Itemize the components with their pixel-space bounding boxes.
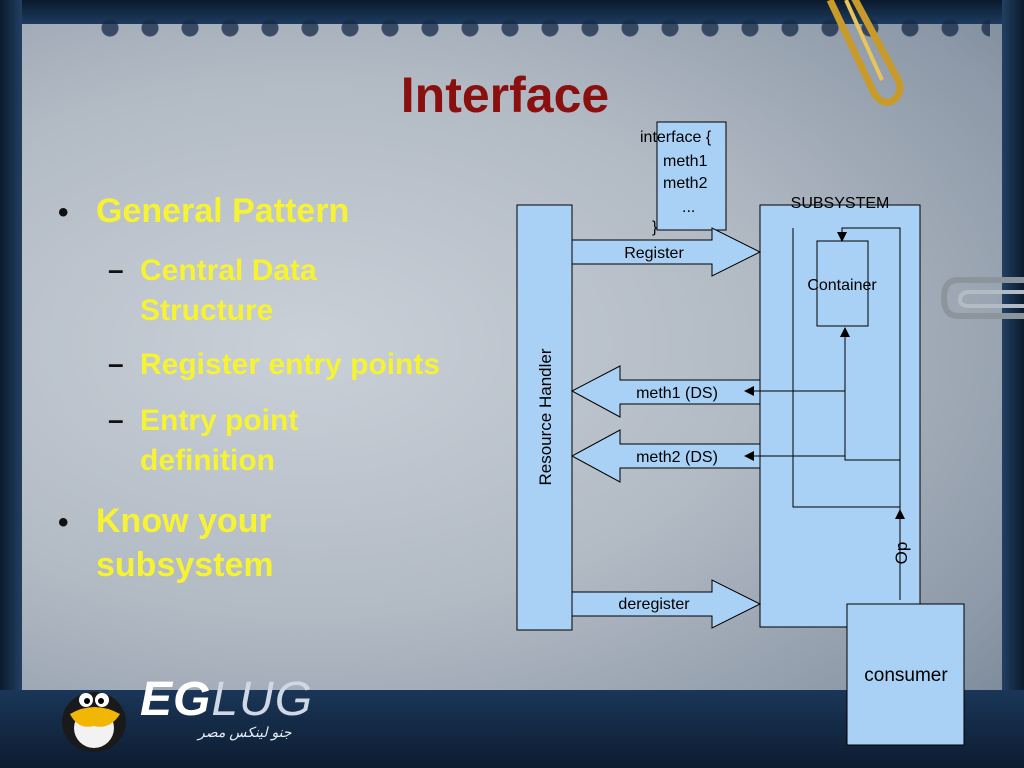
- penguin-mascot-icon: [62, 692, 126, 752]
- loop-line-left: [792, 228, 900, 508]
- resource-handler-box: [516, 204, 573, 631]
- paperclip-right-icon: [940, 277, 1024, 319]
- bullet-central-data-line2: Structure: [140, 294, 274, 327]
- bullet-marker: •: [58, 506, 69, 539]
- sub-bullet-marker: –: [108, 254, 124, 285]
- bullet-entry-point-line1: Entry point: [140, 404, 299, 437]
- interface-line-5: }: [652, 219, 658, 236]
- bullet-know-subsystem-line1: Know your: [96, 502, 272, 540]
- consumer-label: consumer: [864, 665, 948, 686]
- brand-logo-part-a: EG: [140, 673, 212, 726]
- deregister-label: deregister: [618, 596, 690, 613]
- interface-line-4: ...: [682, 199, 695, 216]
- resource-handler-label: Resource Handler: [536, 348, 555, 485]
- interface-line-2: meth1: [663, 153, 708, 170]
- brand-logo-part-b: LUG: [211, 673, 314, 726]
- subsystem-label: SUBSYSTEM: [791, 195, 890, 212]
- loop-line-outer: [837, 227, 901, 600]
- brand-logo: EGLUG: [140, 672, 313, 727]
- brand-arabic-tagline: جنو لينكس مصر: [198, 724, 292, 740]
- meth1-label: meth1 (DS): [636, 385, 718, 402]
- interface-box: [656, 121, 727, 231]
- bullet-entry-point-line2: definition: [140, 444, 275, 477]
- meth2-label: meth2 (DS): [636, 449, 718, 466]
- bullet-central-data-line1: Central Data: [140, 254, 317, 287]
- sub-bullet-marker: –: [108, 404, 124, 435]
- meth2-arrow: [570, 429, 761, 483]
- register-label: Register: [624, 245, 684, 262]
- border-left: [0, 0, 22, 768]
- bullet-general-pattern: General Pattern: [96, 192, 350, 230]
- register-arrow: [571, 227, 762, 277]
- container-label: Container: [807, 277, 877, 294]
- paperclip-top-icon: [826, 0, 904, 106]
- bullet-register-entry-points: Register entry points: [140, 348, 441, 381]
- consumer-box: [846, 603, 965, 746]
- bullet-marker: •: [58, 196, 69, 229]
- interface-line-3: meth2: [663, 175, 708, 192]
- interface-line-1: interface {: [640, 129, 712, 146]
- container-box: [816, 240, 869, 327]
- op-label: Op: [892, 542, 911, 565]
- deregister-arrow: [571, 579, 762, 629]
- slide-title: Interface: [400, 67, 610, 123]
- meth1-arrow: [570, 365, 761, 418]
- border-right: [1002, 0, 1024, 768]
- loop-line-inner: [840, 327, 900, 461]
- bullet-know-subsystem-line2: subsystem: [96, 546, 274, 584]
- sub-bullet-marker: –: [108, 348, 124, 379]
